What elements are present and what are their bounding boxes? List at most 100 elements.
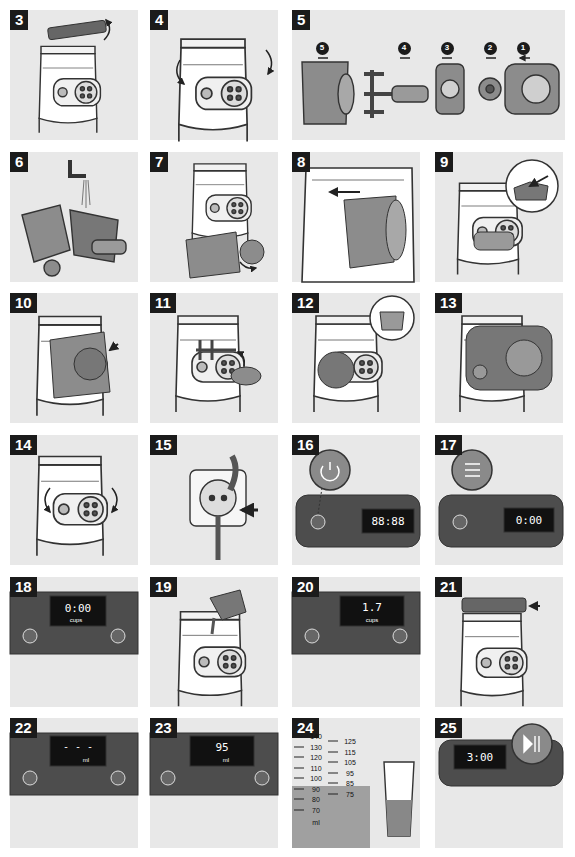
display-readout: 1.7 xyxy=(362,602,382,613)
step-number: 22 xyxy=(10,718,37,738)
step-20-art xyxy=(292,592,420,654)
step-number: 11 xyxy=(150,293,176,313)
display-readout: - - - xyxy=(63,742,93,752)
display-readout: 0:00 xyxy=(65,603,92,614)
step-5-parts xyxy=(302,58,559,124)
step-number: 3 xyxy=(10,10,28,30)
step-number: 25 xyxy=(435,718,462,738)
callout-number: 4 xyxy=(398,42,411,55)
step-6-art xyxy=(22,160,126,276)
callout-text: 2 xyxy=(488,44,492,52)
callout-number: 5 xyxy=(316,42,329,55)
step-14-art xyxy=(37,457,117,556)
step-number: 10 xyxy=(10,293,37,313)
step-panel: 20 xyxy=(292,577,420,707)
step-10-art xyxy=(37,317,118,416)
step-panel: 21 xyxy=(435,577,563,707)
step-panel: 14 xyxy=(10,435,138,565)
step-panel: 9 xyxy=(435,152,563,282)
step-number: 14 xyxy=(10,435,37,455)
scale-value: 100 xyxy=(310,775,322,782)
step-number: 13 xyxy=(435,293,462,313)
callout-text: 3 xyxy=(445,44,449,52)
scale-value: 115 xyxy=(344,749,355,756)
step-number: 9 xyxy=(435,152,453,172)
step-panel: 8 xyxy=(292,152,420,282)
step-panel: 12 xyxy=(292,293,420,423)
step-number: 19 xyxy=(150,577,177,597)
step-19-art xyxy=(179,590,246,706)
scale-unit: ml xyxy=(312,819,319,826)
step-number: 4 xyxy=(150,10,168,30)
step-panel: 18 xyxy=(10,577,138,707)
step-number: 8 xyxy=(292,152,310,172)
step-panel: 17 xyxy=(435,435,563,565)
step-panel: 4 xyxy=(150,10,278,140)
display-unit: ml xyxy=(223,757,229,763)
scale-value: 75 xyxy=(346,791,354,798)
step-18-art xyxy=(10,592,138,654)
display-unit: ml xyxy=(83,757,89,763)
scale-value: 80 xyxy=(312,796,320,803)
step-4-art xyxy=(177,39,272,141)
step-11-art xyxy=(176,316,261,412)
step-22-art xyxy=(10,733,138,795)
scale-value: 105 xyxy=(344,759,356,766)
callout-text: 4 xyxy=(402,44,406,52)
panel-grounds xyxy=(10,10,565,848)
scale-value: 130 xyxy=(310,744,322,751)
step-panel: 7 xyxy=(150,152,278,282)
step-number: 15 xyxy=(150,435,177,455)
step-number: 6 xyxy=(10,152,28,172)
scale-value: 70 xyxy=(312,807,320,814)
step-number: 17 xyxy=(435,435,462,455)
step-9-art xyxy=(458,160,558,274)
step-panel: 15 xyxy=(150,435,278,565)
step-24-art xyxy=(292,736,414,848)
step-panel: 22 xyxy=(10,718,138,848)
step-8-art xyxy=(302,168,414,282)
step-number: 16 xyxy=(292,435,319,455)
step-panel: 13 xyxy=(435,293,563,423)
step-13-art xyxy=(460,316,552,412)
step-panel: 25 xyxy=(435,718,563,848)
step-7-art xyxy=(186,164,264,278)
scale-value: 140 xyxy=(310,733,322,740)
step-number: 23 xyxy=(150,718,177,738)
step-21-art xyxy=(461,598,540,706)
step-panel: 3 xyxy=(10,10,138,140)
scale-value: 120 xyxy=(310,754,322,761)
step-panel: 11 xyxy=(150,293,278,423)
step-number: 18 xyxy=(10,577,37,597)
display-unit: cups xyxy=(366,617,379,623)
callout-number: 3 xyxy=(441,42,454,55)
display-readout: 3:00 xyxy=(467,752,494,763)
step-17-art xyxy=(439,450,563,547)
step-number: 21 xyxy=(435,577,462,597)
step-23-art xyxy=(150,733,278,795)
callout-number: 2 xyxy=(484,42,497,55)
step-panel: 23 xyxy=(150,718,278,848)
step-3-art xyxy=(39,20,109,133)
callout-number: 1 xyxy=(517,42,530,55)
step-panel: 19 xyxy=(150,577,278,707)
display-readout: 0:00 xyxy=(516,515,543,526)
display-unit: cups xyxy=(70,617,83,623)
step-12-art xyxy=(314,296,414,412)
step-panel: 16 xyxy=(292,435,420,565)
scale-value: 85 xyxy=(346,780,354,787)
step-15-art xyxy=(190,456,258,560)
scale-value: 95 xyxy=(346,770,354,777)
callout-text: 5 xyxy=(320,44,324,52)
scale-value: 90 xyxy=(312,786,320,793)
step-panel: 10 xyxy=(10,293,138,423)
step-panel: 5 5 4 3 2 1 xyxy=(292,10,565,140)
display-readout: 95 xyxy=(215,742,228,753)
step-number: 5 xyxy=(292,10,310,30)
scale-value: 110 xyxy=(310,765,321,772)
step-number: 20 xyxy=(292,577,319,597)
step-number: 7 xyxy=(150,152,168,172)
step-panel: 6 xyxy=(10,152,138,282)
